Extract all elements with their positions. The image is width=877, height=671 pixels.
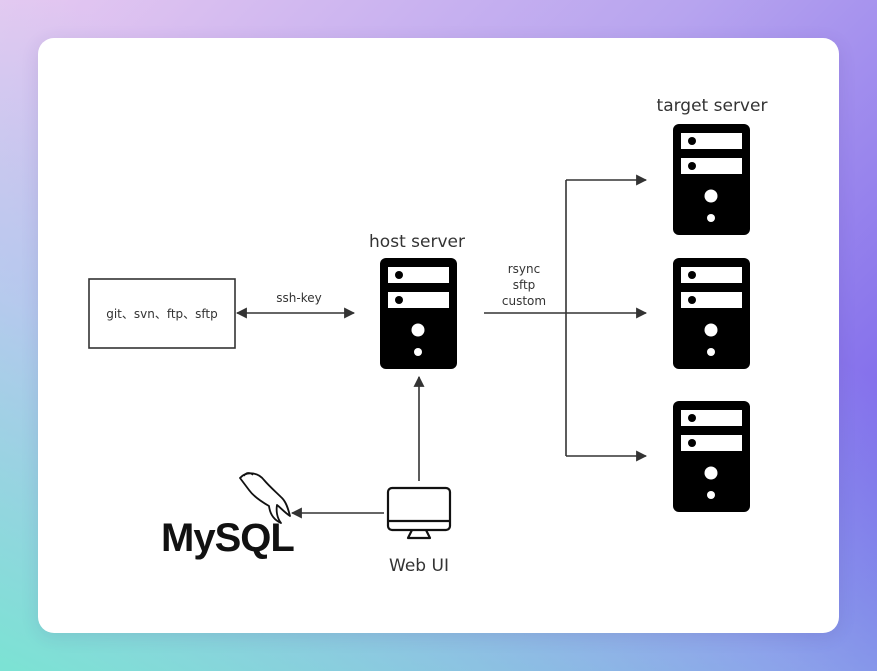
target-server-icon — [673, 401, 750, 512]
target-server-label: target server — [657, 96, 768, 116]
svg-text:sftp: sftp — [513, 278, 536, 292]
host-server-icon — [380, 258, 457, 369]
svg-text:custom: custom — [502, 294, 546, 308]
web-ui-label: Web UI — [389, 556, 449, 576]
target-server-icon — [673, 258, 750, 369]
target-server-icon — [673, 124, 750, 235]
source-box-label: git、svn、ftp、sftp — [106, 307, 218, 321]
dolphin-icon — [239, 472, 291, 524]
mysql-wordmark: MySQL — [161, 516, 294, 560]
source-repository-box: git、svn、ftp、sftp — [88, 278, 236, 349]
host-server-label: host server — [369, 232, 465, 252]
distribution-arrows — [484, 174, 648, 462]
transfer-methods-label: rsync sftp custom — [502, 262, 546, 308]
monitor-icon — [386, 486, 452, 540]
ssh-key-label: ssh-key — [276, 291, 321, 305]
mysql-logo: MySQL — [161, 472, 295, 560]
svg-text:rsync: rsync — [508, 262, 541, 276]
